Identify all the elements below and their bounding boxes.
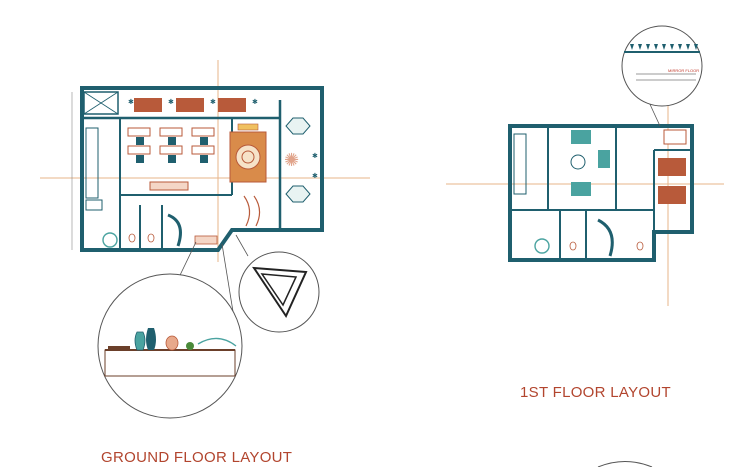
reception-desk [149,181,189,191]
meeting-table [235,144,261,170]
sofa [237,123,259,131]
shelf-unit [104,349,236,377]
mirror-floor-label: MIRROR FLOOR [668,68,699,73]
plant-icon: ✱ [312,152,318,160]
appliance [85,199,103,211]
vase [134,331,146,351]
plant-icon: ✱ [128,98,134,106]
wc-fixture [128,233,136,243]
kitchen-counter [513,133,527,195]
plant-icon: ✱ [312,172,318,180]
desk [134,98,162,112]
entrance-feature [243,195,251,227]
plant-icon: ✱ [210,98,216,106]
partial-callout [597,461,653,467]
lounge-table [285,117,311,135]
first-floor-title: 1ST FLOOR LAYOUT [520,384,671,401]
floor-medallion-icon: ✺ [284,150,299,170]
desk [176,98,204,112]
stair-shaft [83,91,119,115]
entrance-feature [253,195,261,227]
sculpture-detail-callout [238,251,320,333]
plant-icon: ✱ [252,98,258,106]
sofa [571,130,591,144]
ground-outer-wall [80,86,324,252]
vase [146,328,156,350]
ground-floor-title: GROUND FLOOR LAYOUT [101,449,293,466]
first-floor-plan [446,99,724,306]
spiral-stair [534,238,550,254]
desk [658,158,686,176]
curved-stair [167,213,182,247]
mirror-floor-callout: MIRROR FLOOR [621,25,703,107]
workstations [127,127,215,163]
decor-bowl [197,337,237,347]
wc-fixture [636,241,644,251]
penrose-triangle [252,266,308,319]
leader-line [235,234,249,257]
curved-stair [597,218,614,257]
sofa [571,182,591,196]
bed [663,129,687,145]
lounge-table [285,185,311,203]
spiral-stair [102,232,118,248]
shelf-detail-callout [97,273,243,419]
armchair [598,150,610,168]
wc-fixture [147,233,155,243]
desk [218,98,246,112]
plant [186,342,194,350]
stair-shaft-cross [83,91,119,115]
plant-icon: ✱ [168,98,174,106]
kitchen-counter [85,127,99,199]
wc-fixture [569,241,577,251]
vase [165,335,179,351]
desk [658,186,686,204]
book-stack [108,346,130,349]
display-shelf [194,235,218,245]
coffee-table [570,154,586,170]
ground-floor-plan: ✱ ✱ ✱ ✱ ✺ ✱ [40,60,370,331]
ceiling-pendant-row [630,44,698,50]
